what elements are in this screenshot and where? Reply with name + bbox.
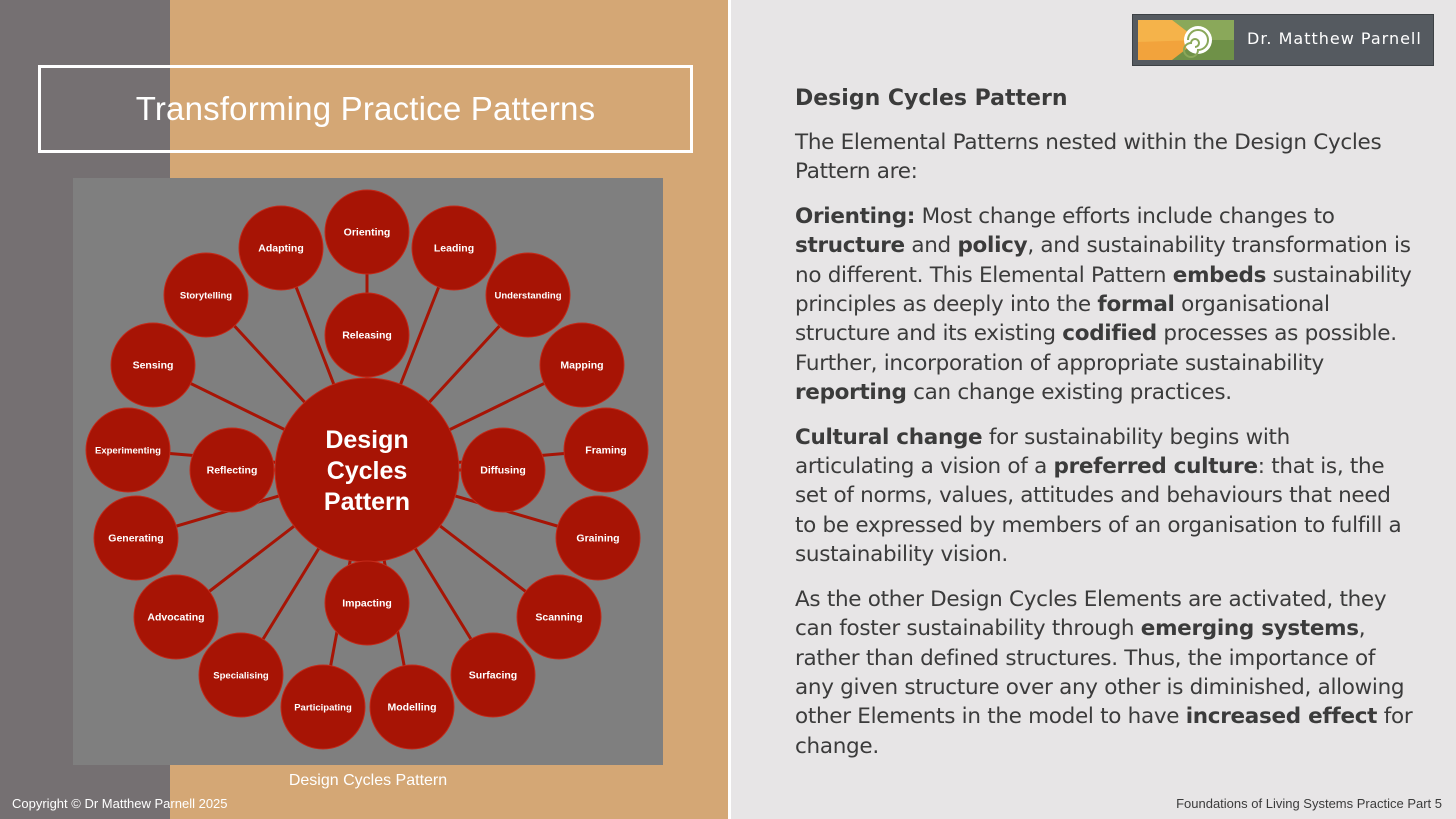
outer-node-advocating-circle — [133, 574, 219, 660]
outer-node-framing-circle — [563, 407, 649, 493]
outer-node-adapting-label: Adapting — [258, 243, 304, 255]
diagram-caption: Design Cycles Pattern — [288, 772, 448, 789]
outer-node-generating-circle — [93, 495, 179, 581]
inner-node-reflecting-circle — [189, 427, 275, 513]
outer-node-advocating-label: Advocating — [147, 612, 204, 624]
outer-node-understanding-label: Understanding — [494, 290, 561, 301]
center-node-label-1: Cycles — [327, 457, 408, 485]
inner-node-releasing-circle — [324, 292, 410, 378]
outer-node-experimenting-label: Experimenting — [95, 445, 161, 456]
copyright-text: Copyright © Dr Matthew Parnell 2025 — [12, 796, 228, 811]
intro-paragraph: The Elemental Patterns nested within the… — [795, 130, 1382, 185]
text-3: and — [904, 233, 958, 259]
outer-node-adapting-circle — [238, 205, 324, 291]
outer-node-participating-circle — [280, 664, 366, 750]
outer-node-modelling-label: Modelling — [388, 702, 437, 714]
outer-node-mapping-label: Mapping — [560, 360, 603, 372]
outer-node-surfacing-circle — [450, 632, 536, 718]
outer-node-generating-label: Generating — [108, 533, 163, 545]
content-panel: Design Cycles Pattern The Elemental Patt… — [795, 84, 1415, 776]
bold-text-6: embeds — [1172, 262, 1267, 288]
text-1: for sustainability begins with articulat… — [795, 424, 1291, 480]
background-right — [731, 0, 1456, 819]
outer-node-storytelling-circle — [163, 252, 249, 338]
outer-node-specialising-circle — [198, 632, 284, 718]
outer-node-experimenting-circle — [85, 407, 171, 493]
outer-node-sensing-circle — [110, 322, 196, 408]
outer-node-storytelling-label: Storytelling — [180, 290, 232, 301]
inner-node-reflecting-label: Reflecting — [207, 465, 258, 477]
emerging-systems-paragraph: As the other Design Cycles Elements are … — [795, 585, 1415, 761]
outer-node-framing-label: Framing — [585, 445, 626, 457]
text-9: organisational structure and its existin… — [795, 292, 1330, 347]
outer-node-orienting-circle — [324, 189, 410, 275]
bold-text-0: Cultural change — [795, 424, 983, 450]
outer-node-mapping-circle — [539, 322, 625, 408]
content-heading: Design Cycles Pattern — [795, 86, 1068, 111]
inner-node-diffusing-label: Diffusing — [480, 465, 526, 477]
bold-text-2: preferred culture — [1053, 454, 1259, 480]
slide-title: Transforming Practice Patterns — [135, 90, 596, 127]
outer-node-surfacing-label: Surfacing — [469, 670, 517, 682]
footer-text: Foundations of Living Systems Practice P… — [1176, 796, 1442, 811]
outer-node-sensing-label: Sensing — [133, 360, 174, 372]
bold-text-12: reporting — [795, 380, 907, 406]
inner-node-releasing-label: Releasing — [342, 330, 392, 342]
outer-node-orienting-label: Orienting — [344, 227, 391, 239]
outer-node-graining-circle — [555, 495, 641, 581]
logo-badge: Dr. Matthew Parnell — [1132, 14, 1434, 66]
text-1: Most change efforts include changes to — [915, 203, 1335, 229]
bold-text-4: policy — [957, 233, 1028, 259]
text-7: sustainability principles as deeply into… — [795, 262, 1412, 318]
outer-node-scanning-label: Scanning — [535, 612, 582, 624]
outer-node-specialising-label: Specialising — [213, 670, 269, 681]
bold-text-3: increased effect — [1185, 704, 1378, 730]
background-divider — [728, 0, 731, 819]
text-5: , and sustainability transformation is n… — [795, 233, 1411, 288]
text-4: for change. — [795, 704, 1413, 759]
outer-node-leading-circle — [411, 205, 497, 291]
outer-node-modelling-circle — [369, 664, 455, 750]
bold-text-1: emerging systems — [1140, 616, 1359, 642]
center-node-label-2: Pattern — [324, 488, 410, 516]
outer-node-graining-label: Graining — [576, 533, 619, 545]
bold-text-8: formal — [1097, 292, 1175, 318]
text-13: can change existing practices. — [906, 380, 1232, 406]
text-0: As the other Design Cycles Elements are … — [795, 586, 1387, 642]
inner-node-diffusing-circle — [460, 427, 546, 513]
slide-title-box: Transforming Practice Patterns — [38, 65, 693, 153]
outer-node-understanding-circle — [485, 252, 571, 338]
inner-node-impacting-circle — [324, 560, 410, 646]
spiral-logo-icon — [1138, 20, 1234, 60]
text-11: processes as possible. Further, incorpor… — [795, 321, 1397, 376]
outer-node-scanning-circle — [516, 574, 602, 660]
orienting-paragraph: Orienting: Most change efforts include c… — [795, 202, 1415, 408]
bold-text-0: Orienting: — [795, 203, 916, 229]
logo-text: Dr. Matthew Parnell — [1247, 29, 1422, 48]
bold-text-10: codified — [1062, 321, 1157, 347]
outer-node-participating-label: Participating — [294, 702, 352, 713]
bold-text-2: structure — [795, 233, 905, 259]
center-node-label-0: Design — [325, 426, 408, 454]
inner-node-impacting-label: Impacting — [342, 598, 392, 610]
text-3: : that is, the set of norms, values, att… — [795, 454, 1402, 568]
text-2: , rather than defined structures. Thus, … — [795, 616, 1405, 730]
outer-node-leading-label: Leading — [434, 243, 474, 255]
cultural-change-paragraph: Cultural change for sustainability begin… — [795, 423, 1415, 570]
